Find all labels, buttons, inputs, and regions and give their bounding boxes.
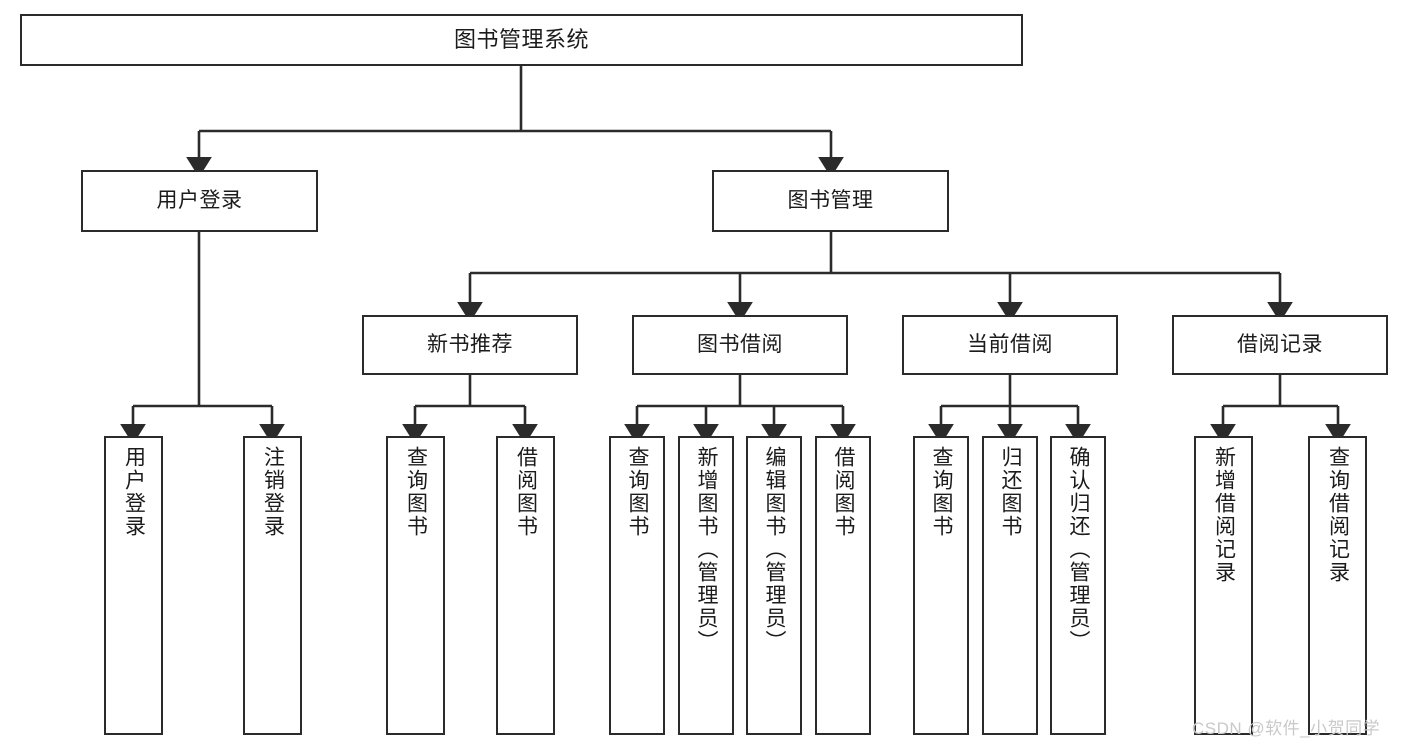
node-label: 归还图书 [999, 446, 1023, 538]
node-label: 用户登录 [156, 188, 243, 212]
node-label: 查询借阅记录 [1326, 446, 1350, 584]
leaf-query-record[interactable]: 查询借阅记录 [1308, 436, 1367, 735]
node-label: 图书管理系统 [453, 27, 589, 53]
node-label: 编辑图书（管理员） [763, 446, 787, 653]
node-label: 注销登录 [261, 446, 285, 538]
node-borrow-record[interactable]: 借阅记录 [1172, 315, 1388, 375]
node-label: 用户登录 [122, 446, 146, 538]
watermark-csdn: CSDN @软件_小贺同学 [1192, 719, 1381, 738]
leaf-borrow-book-2[interactable]: 借阅图书 [815, 436, 871, 735]
leaf-confirm-return[interactable]: 确认归还（管理员） [1050, 436, 1106, 735]
leaf-logout[interactable]: 注销登录 [243, 436, 302, 735]
node-book-management[interactable]: 图书管理 [712, 170, 949, 232]
node-new-book-recommend[interactable]: 新书推荐 [362, 315, 578, 375]
leaf-user-login[interactable]: 用户登录 [104, 436, 163, 735]
node-label: 查询图书 [930, 446, 954, 538]
node-label: 借阅图书 [832, 446, 856, 538]
node-label: 确认归还（管理员） [1067, 446, 1091, 653]
node-label: 图书借阅 [697, 332, 783, 356]
node-label: 查询图书 [626, 446, 650, 538]
node-label: 图书管理 [787, 188, 874, 212]
node-label: 新增借阅记录 [1212, 446, 1236, 584]
node-root-book-management-system[interactable]: 图书管理系统 [20, 14, 1023, 66]
leaf-add-book[interactable]: 新增图书（管理员） [678, 436, 734, 735]
leaf-borrow-book-1[interactable]: 借阅图书 [496, 436, 555, 735]
leaf-add-record[interactable]: 新增借阅记录 [1194, 436, 1253, 735]
node-book-borrow[interactable]: 图书借阅 [632, 315, 848, 375]
node-user-login[interactable]: 用户登录 [81, 170, 318, 232]
leaf-query-book-2[interactable]: 查询图书 [609, 436, 665, 735]
node-label: 查询图书 [404, 446, 428, 538]
node-label: 借阅图书 [514, 446, 538, 538]
node-label: 借阅记录 [1237, 332, 1323, 356]
node-label: 当前借阅 [967, 332, 1053, 356]
leaf-query-book-1[interactable]: 查询图书 [386, 436, 445, 735]
leaf-edit-book[interactable]: 编辑图书（管理员） [746, 436, 802, 735]
node-label: 新书推荐 [427, 332, 513, 356]
leaf-query-book-3[interactable]: 查询图书 [913, 436, 969, 735]
node-label: 新增图书（管理员） [695, 446, 719, 653]
node-current-borrow[interactable]: 当前借阅 [902, 315, 1118, 375]
leaf-return-book[interactable]: 归还图书 [982, 436, 1038, 735]
